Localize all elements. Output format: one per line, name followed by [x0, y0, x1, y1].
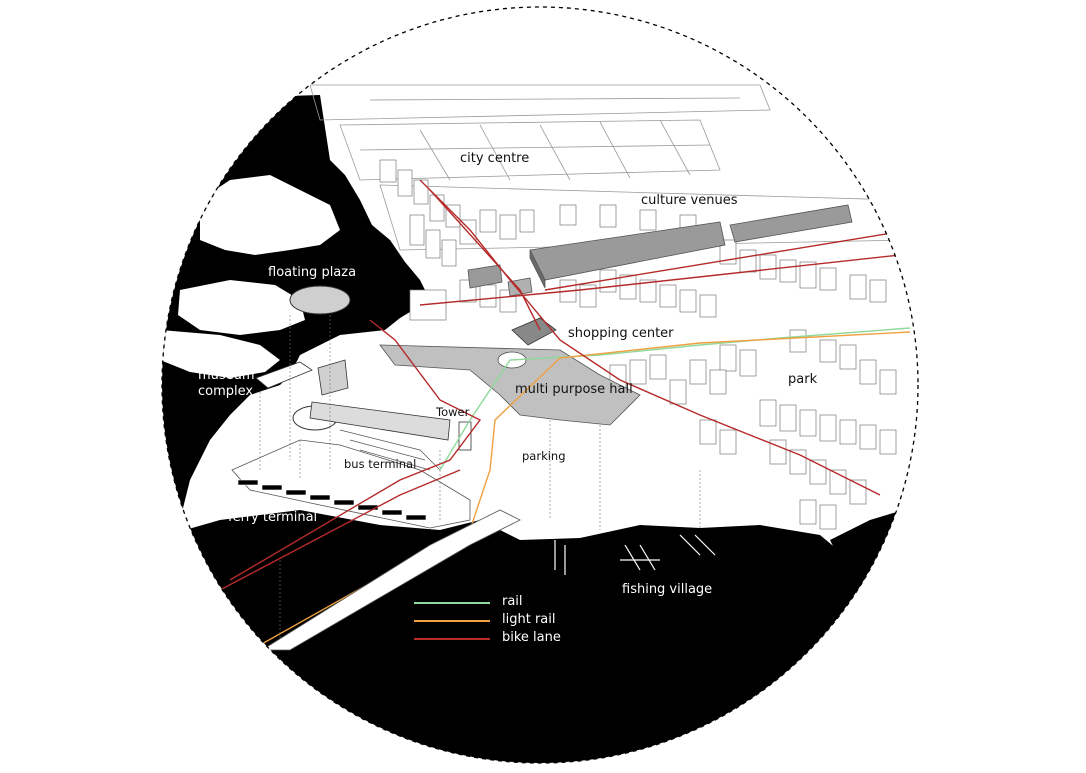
- label-floating-plaza: floating plaza: [268, 265, 357, 280]
- legend-swatch-rail: [414, 602, 490, 604]
- legend-swatch-light-rail: [414, 620, 490, 622]
- label-parking: parking: [522, 449, 566, 463]
- ferry-piers: [237, 479, 427, 521]
- label-multi-purpose-hall: multi purpose hall: [515, 382, 633, 397]
- legend-swatch-bike-lane: [414, 638, 490, 640]
- label-park: park: [788, 372, 818, 387]
- label-city-centre: city centre: [460, 151, 530, 166]
- city-buildings: [379, 159, 887, 321]
- bus-terminal-lanes: [339, 429, 441, 471]
- culture-venue-buildings: [467, 204, 853, 297]
- projection-dash-lines: [259, 315, 701, 640]
- ferry-terminal-platform: [231, 439, 471, 529]
- label-culture-venues: culture venues: [641, 193, 738, 208]
- land-island-north: [200, 175, 340, 255]
- shopping-center-building: [511, 317, 557, 346]
- label-museum-line2: complex: [198, 384, 254, 399]
- label-museum-line1: museum: [198, 368, 255, 383]
- label-tower: Tower: [436, 405, 470, 419]
- map-circle-frame: [161, 6, 919, 764]
- east-residential: [609, 329, 897, 530]
- legend-label-rail: rail: [502, 594, 523, 609]
- floating-plaza-ring: [289, 285, 351, 315]
- multi-purpose-hall-roof: [379, 344, 641, 426]
- land-island-plaza: [178, 280, 305, 335]
- legend-label-bike-lane: bike lane: [502, 630, 561, 645]
- label-bus-terminal: bus terminal: [344, 457, 417, 471]
- city-grid: [309, 84, 911, 251]
- land-island-mid: [162, 330, 280, 378]
- main-road-bridge: [260, 509, 521, 651]
- rail-line: [439, 327, 911, 471]
- label-ferry-terminal: ferry terminal: [228, 510, 318, 525]
- bike-lane-line: [219, 179, 911, 591]
- museum-complex-buildings: [255, 359, 451, 441]
- legend-label-light-rail: light rail: [502, 612, 556, 627]
- label-shopping-center: shopping center: [568, 326, 674, 341]
- fishing-village-piers: [554, 534, 716, 575]
- label-fishing-village: fishing village: [622, 582, 713, 597]
